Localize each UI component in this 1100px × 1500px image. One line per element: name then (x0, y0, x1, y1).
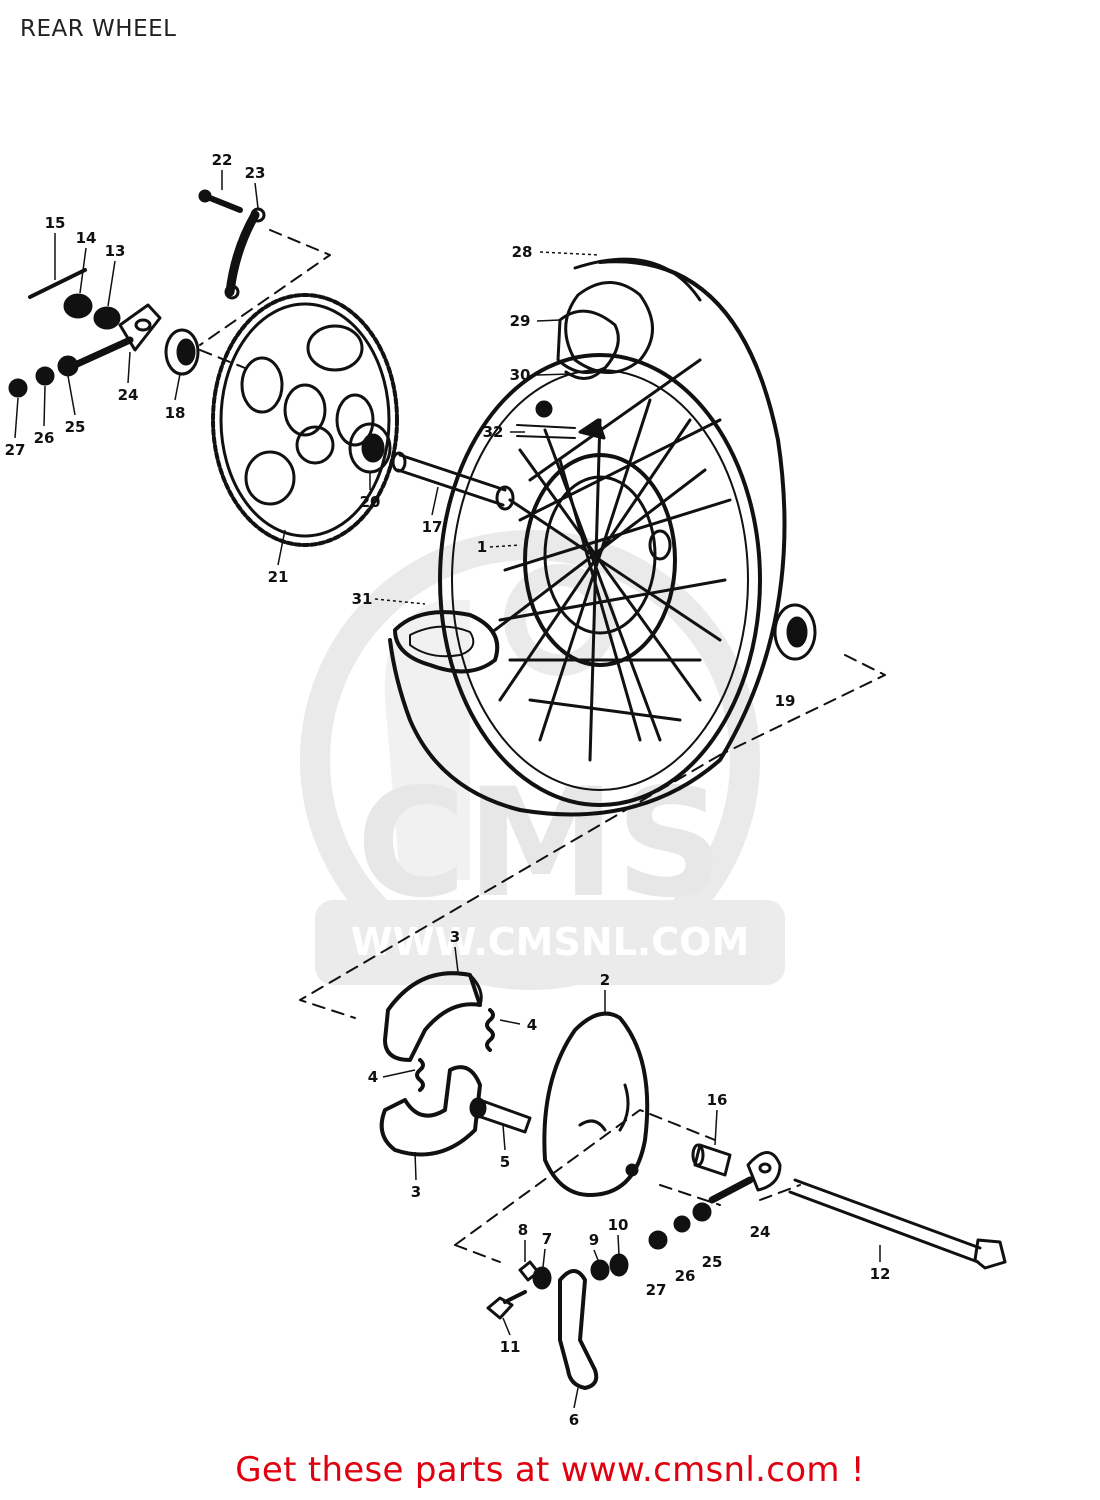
part-label: 2 (600, 971, 610, 989)
part-label: 25 (65, 418, 86, 436)
rim-strip (393, 610, 500, 674)
torque-link-bolt (198, 189, 243, 213)
part-number-labels: 22 23 15 14 13 24 18 25 26 27 21 20 17 2… (5, 151, 891, 1429)
part-label: 27 (5, 441, 26, 459)
part-label: 4 (368, 1068, 378, 1086)
part-label: 7 (542, 1230, 552, 1248)
part-label: 10 (608, 1216, 629, 1234)
part-label: 6 (569, 1411, 579, 1429)
brake-shoe-spring-lower (415, 1058, 425, 1092)
part-label: 11 (500, 1338, 521, 1356)
tube-valve (516, 400, 606, 440)
part-label: 3 (450, 928, 460, 946)
part-label: 27 (646, 1281, 667, 1299)
rear-axle (788, 1178, 1007, 1270)
part-label: 15 (45, 214, 66, 232)
part-label: 17 (422, 518, 443, 536)
part-label: 25 (702, 1253, 723, 1271)
brake-shoe-spring-upper (485, 1008, 495, 1052)
part-label: 14 (76, 229, 97, 247)
chain-adjuster-right (708, 1151, 782, 1204)
part-label: 9 (589, 1231, 599, 1249)
rear-sprocket (211, 293, 399, 547)
brake-arm-bolt (486, 1290, 527, 1320)
part-label: 16 (707, 1091, 728, 1109)
chain-adjuster-left (28, 268, 200, 376)
part-label: 1 (477, 538, 487, 556)
part-label: 23 (245, 164, 266, 182)
rear-tire (388, 257, 787, 817)
brake-cam (469, 1097, 532, 1134)
part-label: 19 (775, 692, 796, 710)
part-label: 21 (268, 568, 289, 586)
footer-cta[interactable]: Get these parts at www.cmsnl.com ! (0, 1450, 1100, 1490)
part-label: 28 (512, 243, 533, 261)
part-label: 18 (165, 404, 186, 422)
spacer-tube (391, 451, 515, 511)
axle-collar (691, 1143, 732, 1177)
part-label: 12 (870, 1265, 891, 1283)
footer-cta-link[interactable]: Get these parts at www.cmsnl.com ! (235, 1450, 865, 1490)
part-label: 24 (750, 1223, 771, 1241)
leader-lines (14, 170, 881, 1409)
part-label: 8 (518, 1221, 528, 1239)
inner-tube (556, 281, 654, 380)
part-label: 30 (510, 366, 531, 384)
torque-link-bracket (224, 207, 266, 300)
part-label: 22 (212, 151, 233, 169)
wheel-hub-spokes (438, 353, 762, 807)
part-label: 3 (411, 1183, 421, 1201)
brake-panel (542, 1011, 650, 1197)
part-label: 24 (118, 386, 139, 404)
axle-nuts-left (8, 355, 79, 398)
hub-bearing-right (773, 603, 817, 661)
brake-shoe-upper (383, 971, 483, 1062)
part-label: 29 (510, 312, 531, 330)
part-label: 4 (527, 1016, 537, 1034)
part-label: 32 (483, 423, 504, 441)
page-title: REAR WHEEL (20, 16, 177, 42)
part-label: 26 (675, 1267, 696, 1285)
brake-cam-lever (558, 1269, 599, 1390)
watermark-url-text: WWW.CMSNL.COM (351, 920, 750, 964)
axle-nuts-right (648, 1202, 712, 1250)
upper-dash-guide (199, 229, 886, 756)
part-label: 31 (352, 590, 373, 608)
part-label: 26 (34, 429, 55, 447)
part-label: 13 (105, 242, 126, 260)
part-label: 20 (360, 493, 381, 511)
brake-shoe-lower (379, 1065, 482, 1157)
part-label: 5 (500, 1153, 510, 1171)
